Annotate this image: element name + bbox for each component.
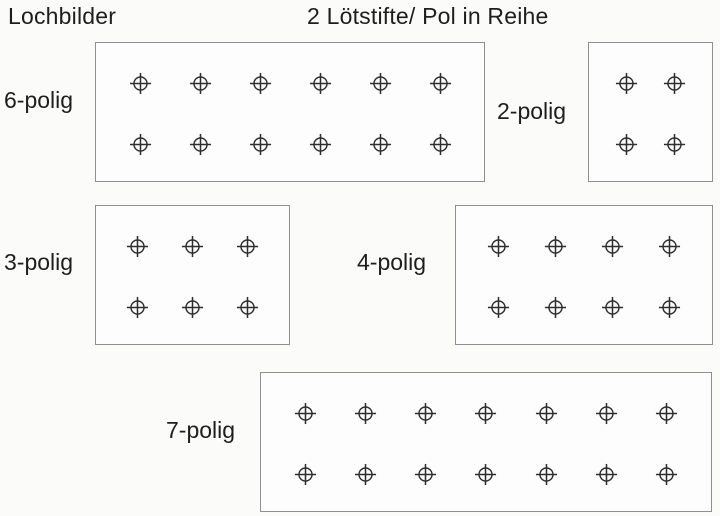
hole-grid-6-polig [96, 43, 484, 181]
hole-grid-4-polig [456, 206, 712, 344]
drill-hole-marker [616, 72, 638, 95]
drill-hole-marker [487, 235, 510, 258]
drill-hole-marker [663, 133, 685, 156]
drill-hole-marker [663, 72, 685, 95]
drill-hole-marker [249, 133, 271, 156]
panel-box-7-polig [260, 372, 712, 512]
drill-hole-marker [656, 463, 678, 486]
drill-hole-marker [596, 402, 618, 425]
drill-hole-marker [294, 402, 316, 425]
panel-label-3-polig: 3-polig [4, 249, 74, 275]
diagram-title: Lochbilder [8, 3, 117, 29]
drill-hole-marker [126, 235, 149, 258]
drill-hole-marker [415, 402, 437, 425]
panel-box-4-polig [455, 205, 713, 345]
drill-hole-marker [126, 296, 149, 319]
panel-label-6-polig: 6-polig [4, 87, 74, 113]
drill-hole-marker [309, 133, 331, 156]
drill-hole-marker [181, 235, 204, 258]
panel-box-2-polig [588, 42, 713, 182]
drill-hole-marker [129, 133, 151, 156]
drill-hole-marker [236, 296, 259, 319]
hole-grid-2-polig [589, 43, 712, 181]
drill-hole-marker [354, 402, 376, 425]
panel-box-3-polig [95, 205, 290, 345]
drill-hole-marker [544, 235, 567, 258]
drill-hole-marker [415, 463, 437, 486]
drill-hole-marker [189, 72, 211, 95]
drill-hole-marker [656, 402, 678, 425]
panel-label-7-polig: 7-polig [166, 417, 236, 443]
drill-hole-marker [429, 133, 451, 156]
drill-hole-marker [309, 72, 331, 95]
drill-hole-marker [369, 72, 391, 95]
panel-box-6-polig [95, 42, 485, 182]
drill-hole-marker [601, 296, 624, 319]
drill-hole-marker [487, 296, 510, 319]
panel-label-2-polig: 2-polig [497, 98, 567, 124]
drill-hole-marker [535, 463, 557, 486]
drill-hole-marker [236, 235, 259, 258]
drill-hole-marker [658, 235, 681, 258]
drill-hole-marker [369, 133, 391, 156]
drill-hole-marker [535, 402, 557, 425]
panel-label-4-polig: 4-polig [357, 249, 427, 275]
drill-hole-marker [181, 296, 204, 319]
drill-hole-marker [475, 463, 497, 486]
diagram-subtitle: 2 Lötstifte/ Pol in Reihe [307, 3, 549, 29]
drill-hole-marker [596, 463, 618, 486]
drill-hole-marker [249, 72, 271, 95]
drill-hole-marker [429, 72, 451, 95]
drill-hole-marker [616, 133, 638, 156]
drill-hole-marker [294, 463, 316, 486]
hole-grid-3-polig [96, 206, 289, 344]
drill-hole-marker [601, 235, 624, 258]
drill-hole-marker [544, 296, 567, 319]
hole-grid-7-polig [261, 373, 711, 511]
drill-hole-marker [129, 72, 151, 95]
drill-hole-marker [475, 402, 497, 425]
drill-hole-marker [354, 463, 376, 486]
drill-hole-marker [189, 133, 211, 156]
drill-hole-marker [658, 296, 681, 319]
